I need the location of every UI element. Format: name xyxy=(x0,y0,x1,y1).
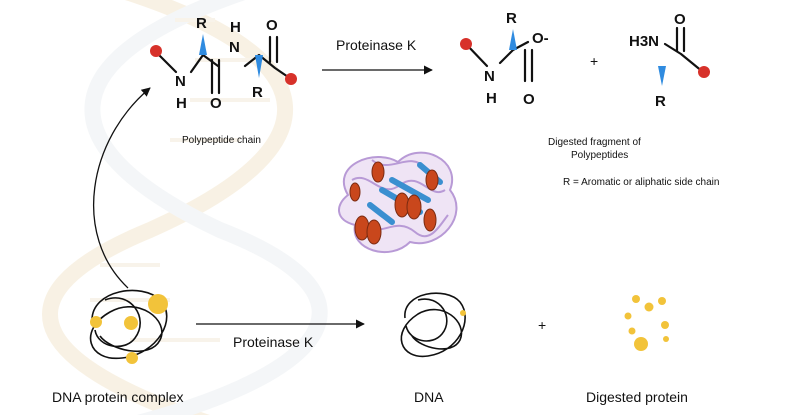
atom-r: R xyxy=(655,93,666,110)
side-chain-note: R = Aromatic or aliphatic side chain xyxy=(563,177,719,188)
oxygen-dot-icon xyxy=(285,73,297,85)
curved-arrow xyxy=(93,87,151,289)
label-dna-protein-complex: DNA protein complex xyxy=(52,389,184,405)
atom-o: O xyxy=(523,91,535,108)
atom-r: R xyxy=(506,10,517,27)
atom-o-top: O xyxy=(266,17,278,34)
label-dna: DNA xyxy=(414,389,444,405)
product-fragment-b: H3N O R xyxy=(629,11,710,110)
stereo-wedge-icon xyxy=(255,55,263,78)
oxygen-dot-icon xyxy=(150,45,162,57)
atom-o: O xyxy=(674,11,686,28)
dna-helix-backdrop-icon xyxy=(42,0,328,415)
oxygen-dot-icon xyxy=(698,66,710,78)
product-fragment-a: R O- N H O xyxy=(460,10,549,108)
atom-r1: R xyxy=(196,15,207,32)
top-enzyme-label: Proteinase K xyxy=(336,37,417,53)
atom-n-top: N xyxy=(229,39,240,56)
bottom-enzyme-label: Proteinase K xyxy=(233,334,314,350)
stereo-wedge-icon xyxy=(658,66,666,86)
top-plus-sign: + xyxy=(590,53,598,69)
stereo-wedge-icon xyxy=(199,34,207,55)
atom-r2: R xyxy=(252,84,263,101)
digested-protein-icon xyxy=(624,295,669,351)
atom-h-left: H xyxy=(176,95,187,112)
dna-knot-icon xyxy=(400,292,466,358)
dna-protein-complex-icon xyxy=(89,289,168,364)
atom-o-minus: O- xyxy=(532,30,549,47)
polypeptide-chain-structure: R H N O N H O R Polypeptide chain xyxy=(150,15,297,146)
products-caption-line1: Digested fragment of xyxy=(548,137,641,148)
products-caption-line2: Polypeptides xyxy=(571,150,628,161)
polypeptide-caption: Polypeptide chain xyxy=(182,135,261,146)
atom-o-bottom: O xyxy=(210,95,222,112)
atom-h: H xyxy=(486,90,497,107)
atom-h-top: H xyxy=(230,19,241,36)
protein-ribbon-structure-icon xyxy=(338,151,458,253)
bottom-plus-sign: + xyxy=(538,317,546,333)
oxygen-dot-icon xyxy=(460,38,472,50)
atom-h3n: H3N xyxy=(629,33,659,50)
stereo-wedge-icon xyxy=(509,29,517,50)
atom-n: N xyxy=(484,68,495,85)
atom-n-left: N xyxy=(175,73,186,90)
label-digested-protein: Digested protein xyxy=(586,389,688,405)
